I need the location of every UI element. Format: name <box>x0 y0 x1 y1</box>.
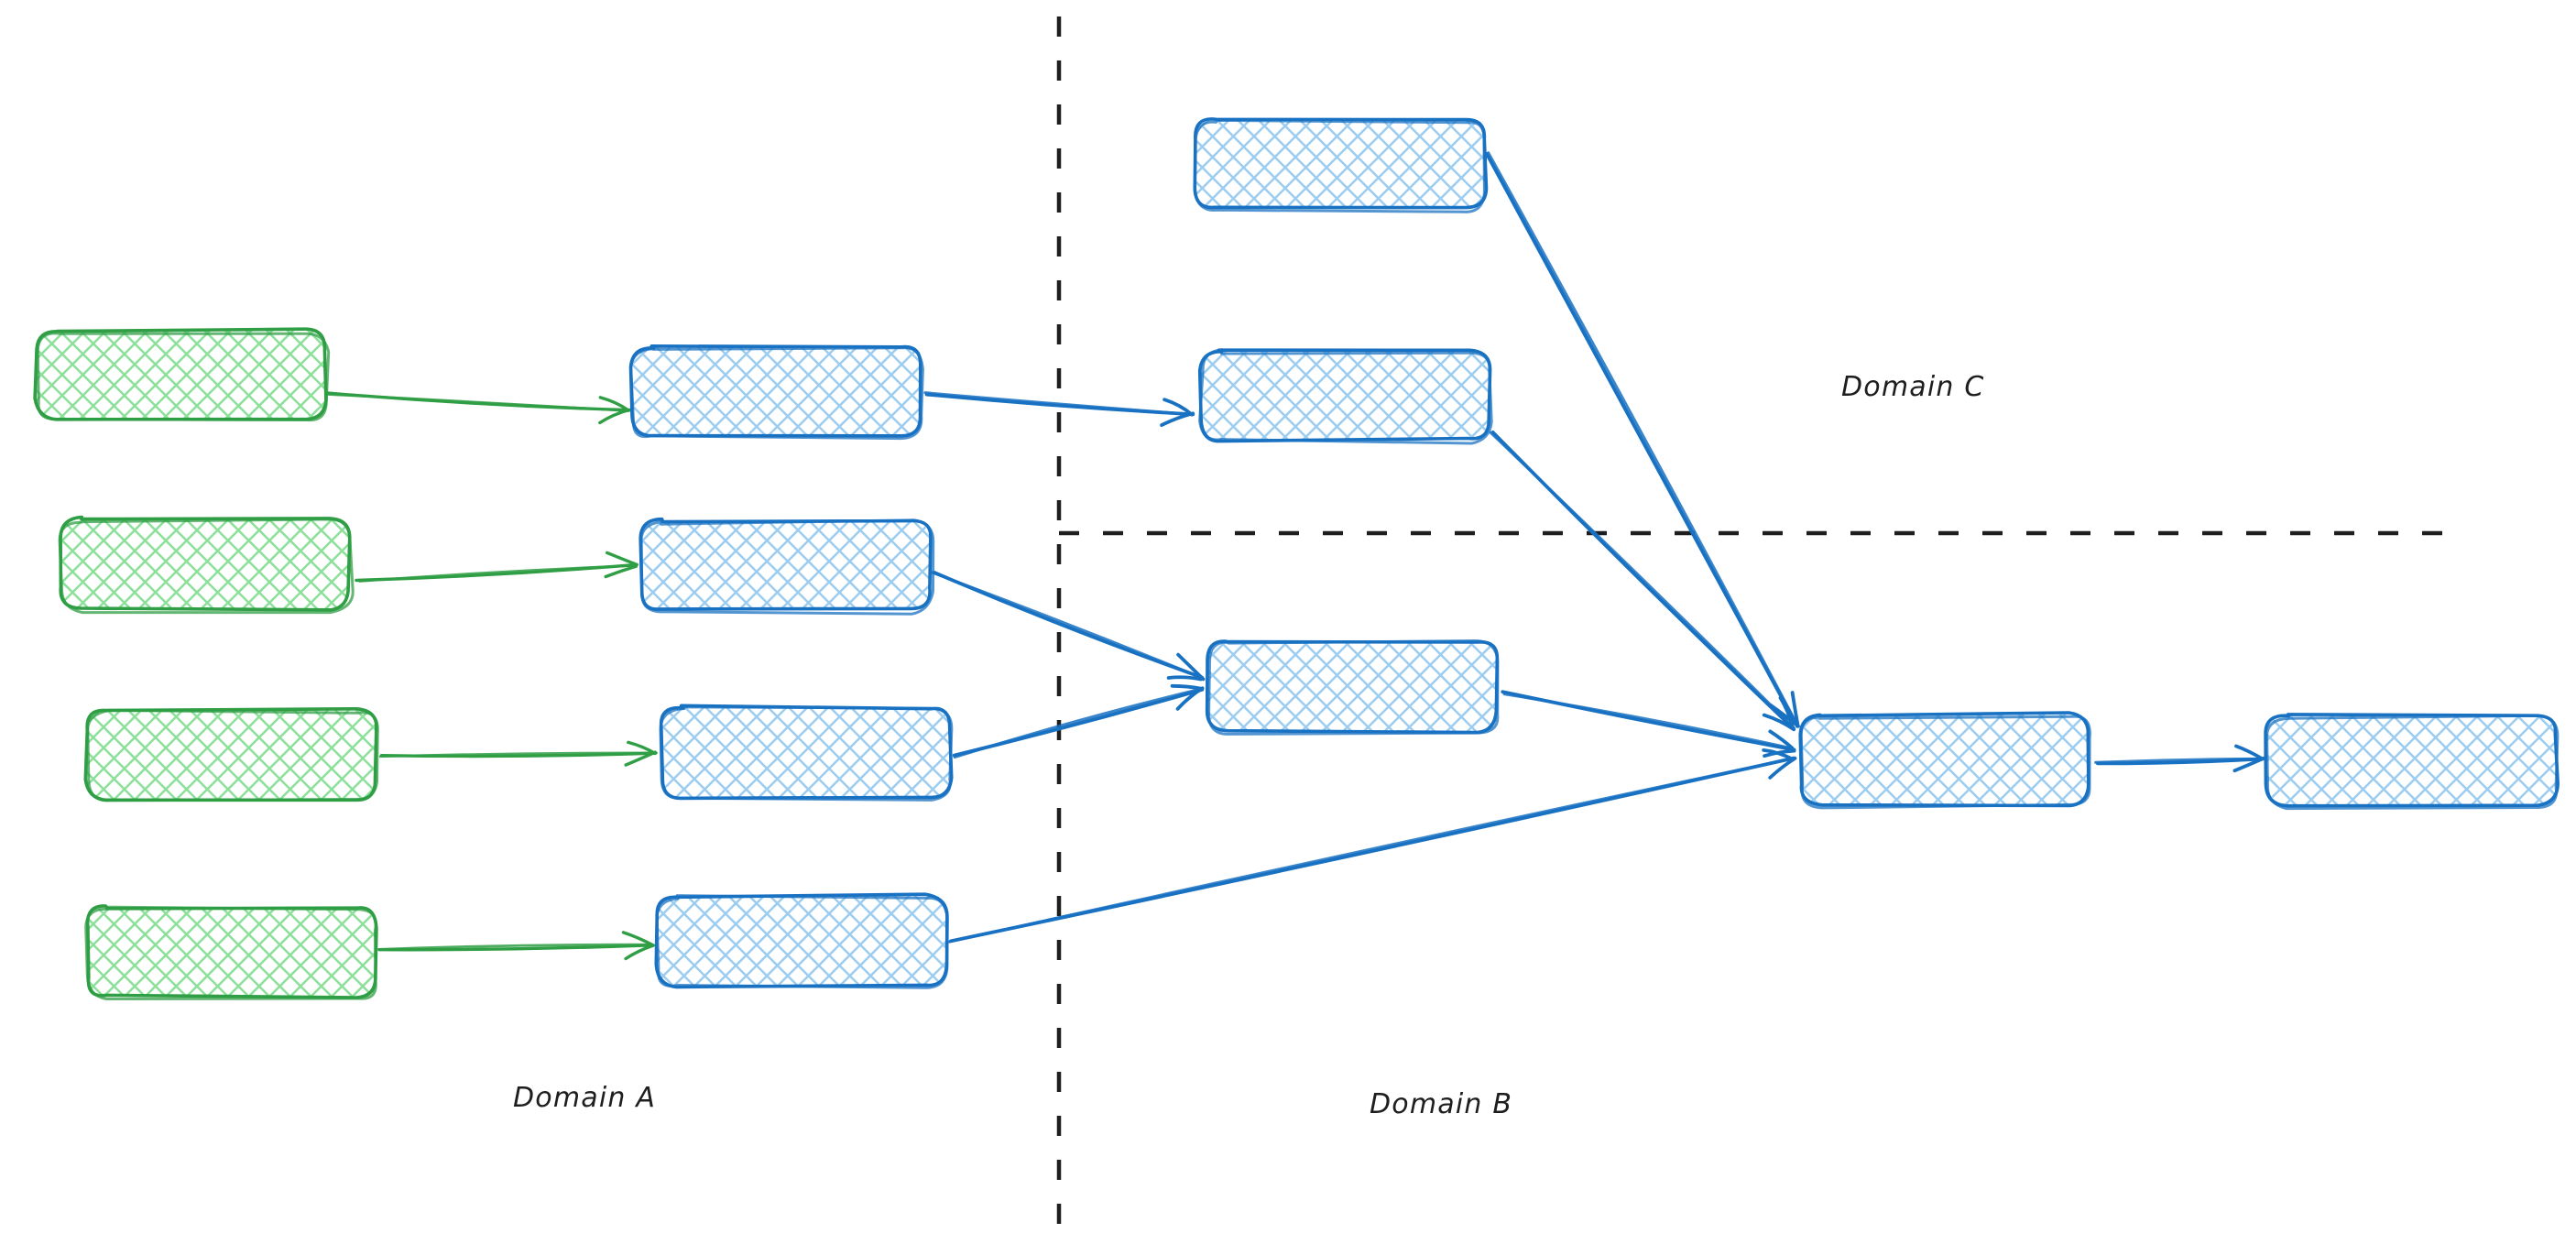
green-node-2[interactable] <box>58 515 355 615</box>
node-layer <box>33 117 2560 1000</box>
blue-node-6[interactable] <box>1197 348 1493 445</box>
green-node-3-fill <box>87 710 377 800</box>
blue-node-out-fill <box>2267 715 2557 804</box>
domain-label-layer: Domain A Domain B Domain C <box>513 371 1985 1120</box>
edge-layer <box>326 151 2265 961</box>
blue-node-5[interactable] <box>1193 117 1489 213</box>
edge-blue-node-2-to-blue-node-7 <box>929 570 1206 682</box>
edge-blue-node-7-to-blue-node-hub <box>1501 690 1796 758</box>
edge-blue-node-3-to-blue-node-7 <box>952 683 1205 759</box>
green-node-2-fill <box>60 518 350 608</box>
edge-blue-node-1-to-blue-node-6 <box>923 391 1195 427</box>
green-node-4-fill <box>87 907 377 997</box>
green-node-1-fill <box>37 330 326 420</box>
divider-layer <box>1056 16 2448 1239</box>
blue-node-7[interactable] <box>1205 639 1500 736</box>
blue-node-3-fill <box>661 707 951 797</box>
blue-node-out[interactable] <box>2264 713 2560 811</box>
domain-a-label: Domain A <box>513 1082 656 1114</box>
edge-green-node-1-to-blue-node-1 <box>326 391 631 425</box>
blue-node-2-fill <box>641 520 931 610</box>
edge-blue-node-hub-to-blue-node-out <box>2094 744 2265 773</box>
edge-blue-node-5-to-blue-node-hub <box>1485 151 1800 728</box>
edge-green-node-3-to-blue-node-3 <box>378 740 658 767</box>
blue-node-6-fill <box>1200 350 1490 440</box>
domain-b-label: Domain B <box>1370 1088 1512 1120</box>
green-node-1[interactable] <box>33 327 331 422</box>
edge-green-node-4-to-blue-node-4 <box>377 931 655 961</box>
blue-node-4[interactable] <box>654 892 949 989</box>
edge-blue-node-6-to-blue-node-hub <box>1489 431 1796 732</box>
blue-node-hub[interactable] <box>1798 711 2091 810</box>
blue-node-1-fill <box>632 346 922 436</box>
blue-node-7-fill <box>1207 641 1497 731</box>
green-node-4[interactable] <box>84 904 378 1000</box>
blue-node-1[interactable] <box>628 344 924 441</box>
blue-node-4-fill <box>656 896 945 986</box>
blue-node-hub-fill <box>1800 715 2090 804</box>
blue-node-2[interactable] <box>639 517 935 616</box>
blue-node-5-fill <box>1195 119 1485 209</box>
edge-blue-node-4-to-blue-node-hub <box>947 748 1797 944</box>
blue-node-3[interactable] <box>659 704 954 802</box>
domain-c-label: Domain C <box>1841 371 1985 403</box>
green-node-3[interactable] <box>83 707 379 802</box>
edge-green-node-2-to-blue-node-2 <box>355 551 639 583</box>
